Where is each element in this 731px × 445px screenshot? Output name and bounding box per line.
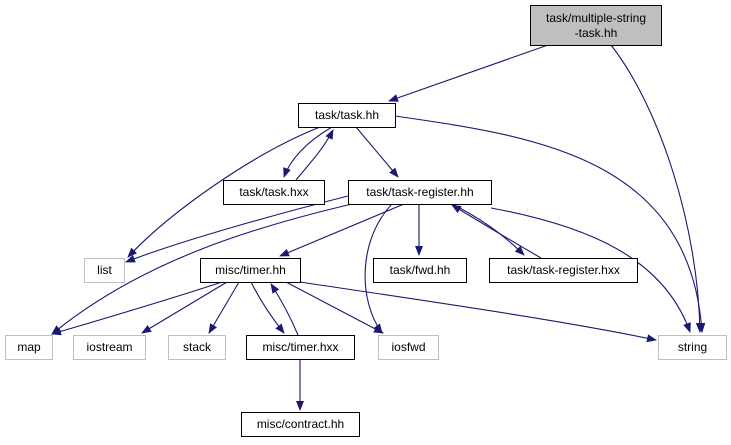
node-label-list[interactable]: list [97,263,112,277]
node-label-misc-timer-hxx[interactable]: misc/timer.hxx [262,340,339,354]
edge-misc-timer-hh-to-misc-timer-hxx [250,281,285,334]
edge-task-register-hh-to-map [51,203,353,335]
node-label-iosfwd[interactable]: iosfwd [391,340,426,354]
edge-task-register-hh-to-iosfwd [364,203,393,334]
edge-task-hh-to-task-register-hh [355,126,399,178]
edge-multiple-string-task-to-string [610,44,704,333]
edge-misc-timer-hh-to-iosfwd [285,281,384,334]
node-label-misc-contract-hh[interactable]: misc/contract.hh [256,417,345,431]
node-label-task-hxx[interactable]: task/task.hxx [239,185,309,199]
edge-task-register-hh-to-list [125,195,349,263]
node-box-iosfwd[interactable] [378,335,439,360]
edge-task-hh-to-string [394,115,706,333]
node-label-misc-timer-hh[interactable]: misc/timer.hh [215,263,286,277]
node-box-map[interactable] [5,335,53,360]
node-label-string[interactable]: string [677,340,708,354]
edge-task-register-hh-to-misc-timer-hh [279,203,405,257]
node-label-iostream[interactable]: iostream [86,340,133,354]
node-box-multiple-string-task[interactable] [530,5,662,46]
node-box-task-hxx[interactable] [223,180,325,205]
node-box-task-register-hxx[interactable] [489,258,638,283]
node-label-stack[interactable]: stack [182,340,211,354]
node-label-line: -task.hh [574,25,618,40]
node-box-task-fwd-hh[interactable] [373,258,467,283]
edge-task-register-hxx-to-task-register-hh [451,204,542,259]
node-label-line: task/multiple-string [545,10,647,25]
node-label-task-fwd-hh[interactable]: task/fwd.hh [389,263,451,277]
node-box-iostream[interactable] [73,335,146,360]
node-box-task-hh[interactable] [298,103,396,128]
node-label-multiple-string-task[interactable]: task/multiple-string-task.hh [530,5,662,46]
node-label-task-hh[interactable]: task/task.hh [314,108,380,122]
edge-misc-timer-hxx-to-misc-timer-hh [270,283,299,336]
node-box-string[interactable] [658,335,727,360]
node-box-list[interactable] [84,258,125,283]
edge-multiple-string-task-to-task-hh [388,44,549,102]
node-box-task-register-hh[interactable] [348,180,492,205]
node-box-misc-contract-hh[interactable] [241,412,360,437]
edge-misc-timer-hh-to-iostream [141,281,228,334]
edge-misc-timer-hh-to-map [51,281,223,336]
node-label-map[interactable]: map [17,340,41,354]
edge-misc-timer-hh-to-string [299,281,657,343]
edge-task-register-hh-to-string [490,207,691,333]
edge-task-hh-to-list [127,126,321,258]
node-box-stack[interactable] [168,335,226,360]
edge-task-hh-to-task-hxx [283,126,333,178]
node-label-task-register-hh[interactable]: task/task-register.hh [366,185,474,199]
node-box-misc-timer-hh[interactable] [200,258,301,283]
edge-task-hxx-to-task-hh [295,129,334,181]
node-label-task-register-hxx[interactable]: task/task-register.hxx [507,263,620,277]
node-box-misc-timer-hxx[interactable] [246,335,355,360]
edge-misc-timer-hh-to-stack [208,281,240,334]
